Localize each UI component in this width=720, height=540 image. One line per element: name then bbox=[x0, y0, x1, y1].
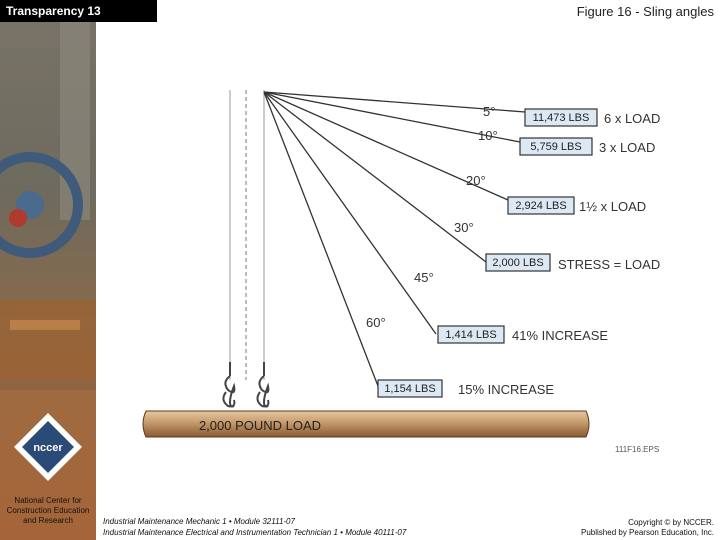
load-note-30: STRESS = LOAD bbox=[558, 257, 660, 272]
angle-label-60: 60° bbox=[366, 315, 386, 330]
angle-label-30: 30° bbox=[454, 220, 474, 235]
force-value-5: 11,473 LBS bbox=[533, 112, 590, 124]
org-name: National Center for Construction Educati… bbox=[6, 496, 90, 525]
sling-line-10 bbox=[263, 91, 521, 143]
transparency-label: Transparency 13 bbox=[0, 0, 157, 22]
sling-line-60 bbox=[263, 91, 379, 387]
sling-line-30 bbox=[263, 91, 487, 263]
copyright: Copyright © by NCCER. Published by Pears… bbox=[581, 518, 714, 538]
angle-label-5: 5° bbox=[483, 104, 495, 119]
force-value-60: 1,154 LBS bbox=[384, 383, 435, 395]
force-box-5 bbox=[524, 108, 598, 127]
load-note-20: 1½ x LOAD bbox=[579, 199, 646, 214]
angle-label-10: 10° bbox=[478, 128, 498, 143]
hook-left-icon bbox=[222, 362, 236, 408]
sling-lines bbox=[263, 91, 526, 387]
sling-line-5 bbox=[263, 91, 526, 113]
force-value-30: 2,000 LBS bbox=[492, 257, 543, 269]
sling-line-45 bbox=[263, 91, 437, 335]
force-box-10 bbox=[519, 137, 593, 156]
force-value-45: 1,414 LBS bbox=[445, 329, 496, 341]
module-line-2: Industrial Maintenance Electrical and In… bbox=[103, 528, 407, 537]
load-label: 2,000 POUND LOAD bbox=[199, 418, 321, 433]
load-note-45: 41% INCREASE bbox=[512, 328, 608, 343]
angle-label-20: 20° bbox=[466, 173, 486, 188]
force-box-60 bbox=[377, 379, 443, 398]
industrial-photo-image: nccer bbox=[0, 0, 96, 540]
module-info: Industrial Maintenance Mechanic 1 • Modu… bbox=[103, 516, 406, 538]
sling-line-20 bbox=[263, 91, 509, 201]
force-box-30 bbox=[485, 253, 551, 272]
nccer-logo-text: nccer bbox=[33, 442, 63, 454]
copyright-line-2: Published by Pearson Education, Inc. bbox=[581, 528, 714, 537]
force-box-45 bbox=[437, 325, 505, 344]
load-bar bbox=[142, 410, 590, 438]
angle-label-45: 45° bbox=[414, 270, 434, 285]
force-box-20 bbox=[507, 196, 575, 215]
force-value-20: 2,924 LBS bbox=[515, 200, 566, 212]
eps-label: 111F16.EPS bbox=[615, 445, 659, 454]
force-value-10: 5,759 LBS bbox=[530, 141, 581, 153]
sling-angle-diagram: 5° 10° 20° 30° 45° 60° 11,473 LBS 5,759 … bbox=[142, 90, 660, 454]
figure-title: Figure 16 - Sling angles bbox=[576, 4, 714, 19]
hook-right-icon bbox=[256, 362, 270, 408]
load-note-60: 15% INCREASE bbox=[458, 382, 554, 397]
load-note-5: 6 x LOAD bbox=[604, 111, 660, 126]
sidebar-photo: nccer bbox=[0, 0, 96, 540]
copyright-line-1: Copyright © by NCCER. bbox=[628, 518, 714, 527]
load-note-10: 3 x LOAD bbox=[599, 140, 655, 155]
module-line-1: Industrial Maintenance Mechanic 1 • Modu… bbox=[103, 517, 295, 526]
